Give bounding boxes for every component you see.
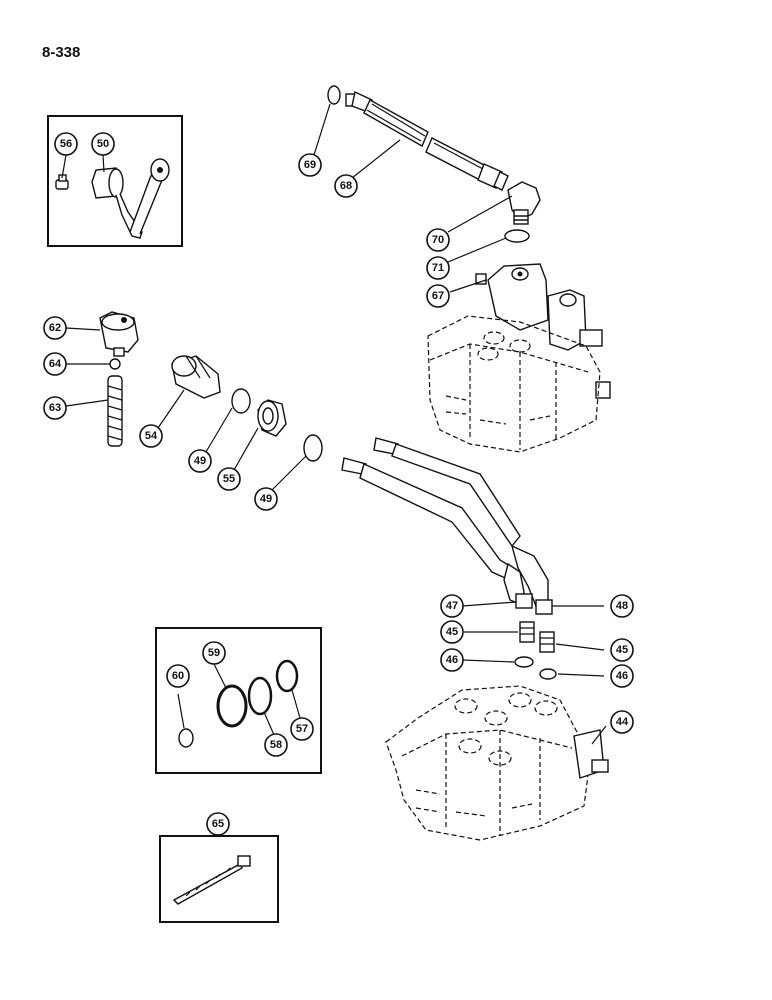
callout-58: 58 bbox=[264, 733, 288, 757]
part-o-ring-46b bbox=[539, 668, 557, 680]
part-seal-58 bbox=[247, 676, 273, 716]
part-dust-cap bbox=[91, 158, 170, 239]
callout-label: 65 bbox=[212, 818, 224, 830]
callout-56: 56 bbox=[54, 132, 78, 156]
callout-label: 71 bbox=[432, 262, 444, 274]
callout-65: 65 bbox=[206, 812, 230, 836]
callout-44: 44 bbox=[610, 710, 634, 734]
callout-60: 60 bbox=[166, 664, 190, 688]
part-elbow-fitting bbox=[507, 181, 541, 225]
part-snap-ring-49a bbox=[231, 388, 251, 414]
callout-label: 45 bbox=[616, 644, 628, 656]
part-hose-assembly-68 bbox=[345, 90, 509, 191]
callout-label: 46 bbox=[446, 654, 458, 666]
callout-46-left: 46 bbox=[440, 648, 464, 672]
callout-label: 60 bbox=[172, 670, 184, 682]
callout-label: 57 bbox=[296, 723, 308, 735]
callout-label: 45 bbox=[446, 626, 458, 638]
callout-71: 71 bbox=[426, 256, 450, 280]
callout-45-left: 45 bbox=[440, 620, 464, 644]
callout-label: 50 bbox=[97, 138, 109, 150]
callout-label: 55 bbox=[223, 473, 235, 485]
callout-68: 68 bbox=[334, 174, 358, 198]
callout-69: 69 bbox=[298, 153, 322, 177]
callout-label: 54 bbox=[145, 430, 158, 442]
callout-49-lower: 49 bbox=[254, 487, 278, 511]
callout-label: 56 bbox=[60, 138, 72, 150]
callout-45-right: 45 bbox=[610, 638, 634, 662]
callout-63: 63 bbox=[43, 396, 67, 420]
callout-label: 46 bbox=[616, 670, 628, 682]
callout-55: 55 bbox=[217, 467, 241, 491]
callout-46-right: 46 bbox=[610, 664, 634, 688]
callout-label: 69 bbox=[304, 159, 316, 171]
callout-48: 48 bbox=[610, 594, 634, 618]
part-o-ring-69 bbox=[327, 85, 341, 105]
part-snap-ring-49b bbox=[303, 434, 323, 462]
callout-57: 57 bbox=[290, 717, 314, 741]
callout-label: 59 bbox=[208, 647, 220, 659]
callout-64: 64 bbox=[43, 352, 67, 376]
callout-label: 58 bbox=[270, 739, 282, 751]
callout-label: 63 bbox=[49, 402, 61, 414]
callout-47: 47 bbox=[440, 594, 464, 618]
callout-label: 47 bbox=[446, 600, 458, 612]
inset-box-cable-tie bbox=[159, 835, 279, 923]
callout-label: 49 bbox=[260, 493, 272, 505]
callout-label: 67 bbox=[432, 290, 444, 302]
callout-70: 70 bbox=[426, 228, 450, 252]
part-seal-57 bbox=[275, 659, 299, 693]
callout-label: 62 bbox=[49, 322, 61, 334]
part-o-ring-46a bbox=[514, 656, 534, 668]
callout-label: 48 bbox=[616, 600, 628, 612]
control-valve-upper bbox=[427, 315, 601, 453]
part-adapter-45b bbox=[539, 631, 555, 653]
part-o-ring-71 bbox=[504, 229, 530, 243]
part-seal-59 bbox=[216, 684, 248, 728]
callout-50: 50 bbox=[91, 132, 115, 156]
leader-lines bbox=[61, 103, 607, 836]
callout-67: 67 bbox=[426, 284, 450, 308]
part-ball-64 bbox=[109, 358, 121, 370]
callout-label: 44 bbox=[616, 716, 629, 728]
part-coupler-54 bbox=[171, 355, 221, 399]
part-washer-60 bbox=[178, 728, 194, 748]
callout-label: 68 bbox=[340, 180, 352, 192]
inset-box-dust-cap bbox=[47, 115, 183, 247]
callout-label: 64 bbox=[49, 358, 62, 370]
callout-label: 70 bbox=[432, 234, 444, 246]
part-hose-pair bbox=[341, 437, 553, 615]
callout-62: 62 bbox=[43, 316, 67, 340]
part-bushing-55 bbox=[257, 399, 287, 437]
callout-49-upper: 49 bbox=[188, 449, 212, 473]
page-number: 8-338 bbox=[42, 44, 81, 61]
part-cable-tie-65 bbox=[172, 855, 251, 905]
control-valve-lower bbox=[385, 685, 609, 841]
part-adapter-45a bbox=[519, 621, 535, 643]
part-spring-63 bbox=[107, 375, 123, 447]
callout-59: 59 bbox=[202, 641, 226, 665]
callout-label: 49 bbox=[194, 455, 206, 467]
part-housing-62 bbox=[99, 311, 139, 357]
callout-54: 54 bbox=[139, 424, 163, 448]
inset-box-seal-kit bbox=[155, 627, 322, 774]
